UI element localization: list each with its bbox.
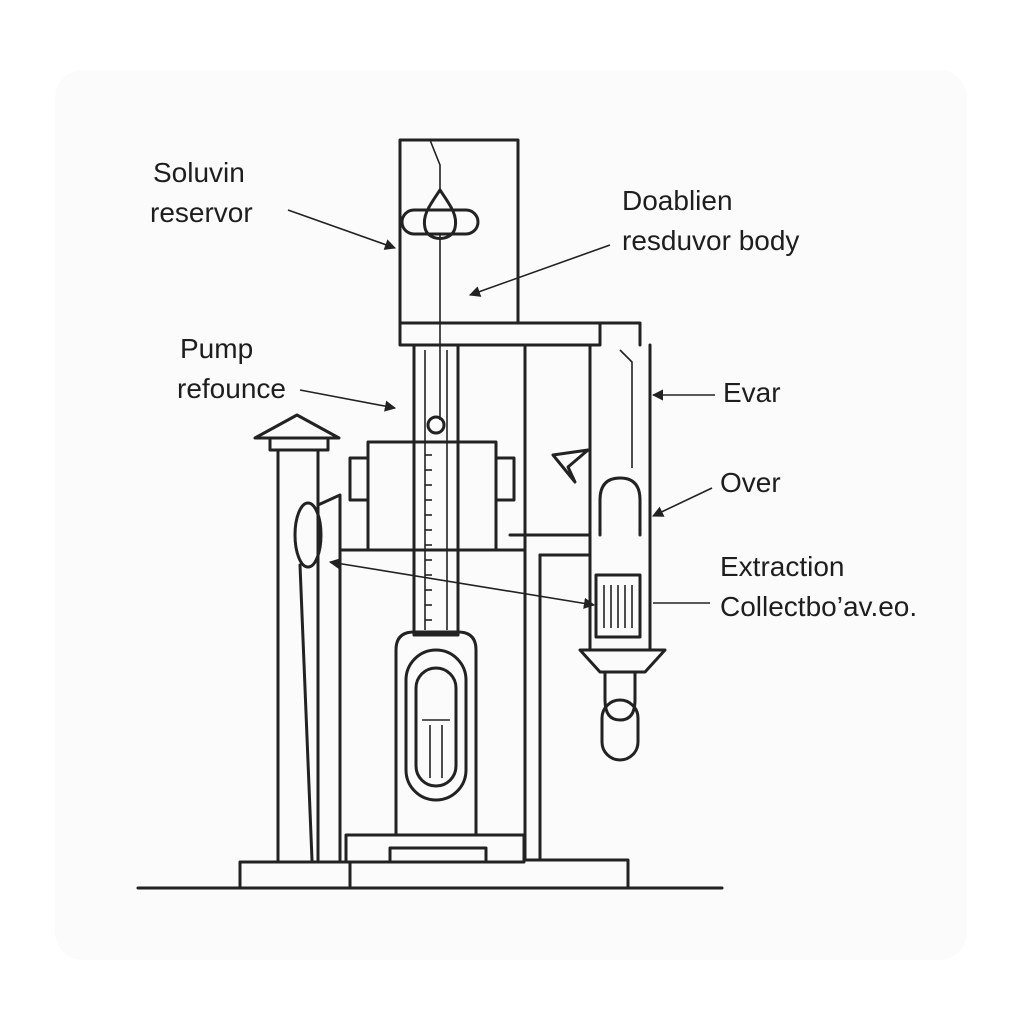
- label-reservoir-body-line1: Doablien: [622, 185, 733, 216]
- label-extraction-line1: Extraction: [720, 551, 845, 582]
- left-post: [238, 413, 352, 890]
- leader-pump-reference: [299, 389, 397, 412]
- label-extraction-line2: Collectbo’av.eo.: [720, 591, 917, 622]
- label-solvent-reservoir-line2: reservor: [150, 197, 253, 228]
- graduated-tube: [412, 343, 460, 637]
- leader-reservoir-body: [468, 244, 611, 297]
- leader-over: [651, 487, 713, 517]
- extraction-column: [578, 343, 667, 762]
- leader-solvent-reservoir: [287, 209, 397, 250]
- label-pump-reference-line2: refounce: [177, 373, 286, 404]
- label-pump-reference-line1: Pump: [180, 333, 253, 364]
- flow-arrow: [551, 448, 590, 484]
- leader-crossing: [328, 558, 596, 609]
- lower-chamber: [344, 630, 526, 864]
- diagram-panel: [55, 70, 967, 960]
- label-reservoir-body-line2: resduvor body: [622, 225, 799, 256]
- pump-housing: [338, 343, 592, 862]
- label-solvent-reservoir-line1: Soluvin: [153, 157, 245, 188]
- label-evar: Evar: [723, 377, 781, 408]
- cross-arm: [398, 321, 642, 347]
- right-foot: [523, 858, 630, 890]
- side-handle: [293, 493, 342, 862]
- label-over: Over: [720, 467, 781, 498]
